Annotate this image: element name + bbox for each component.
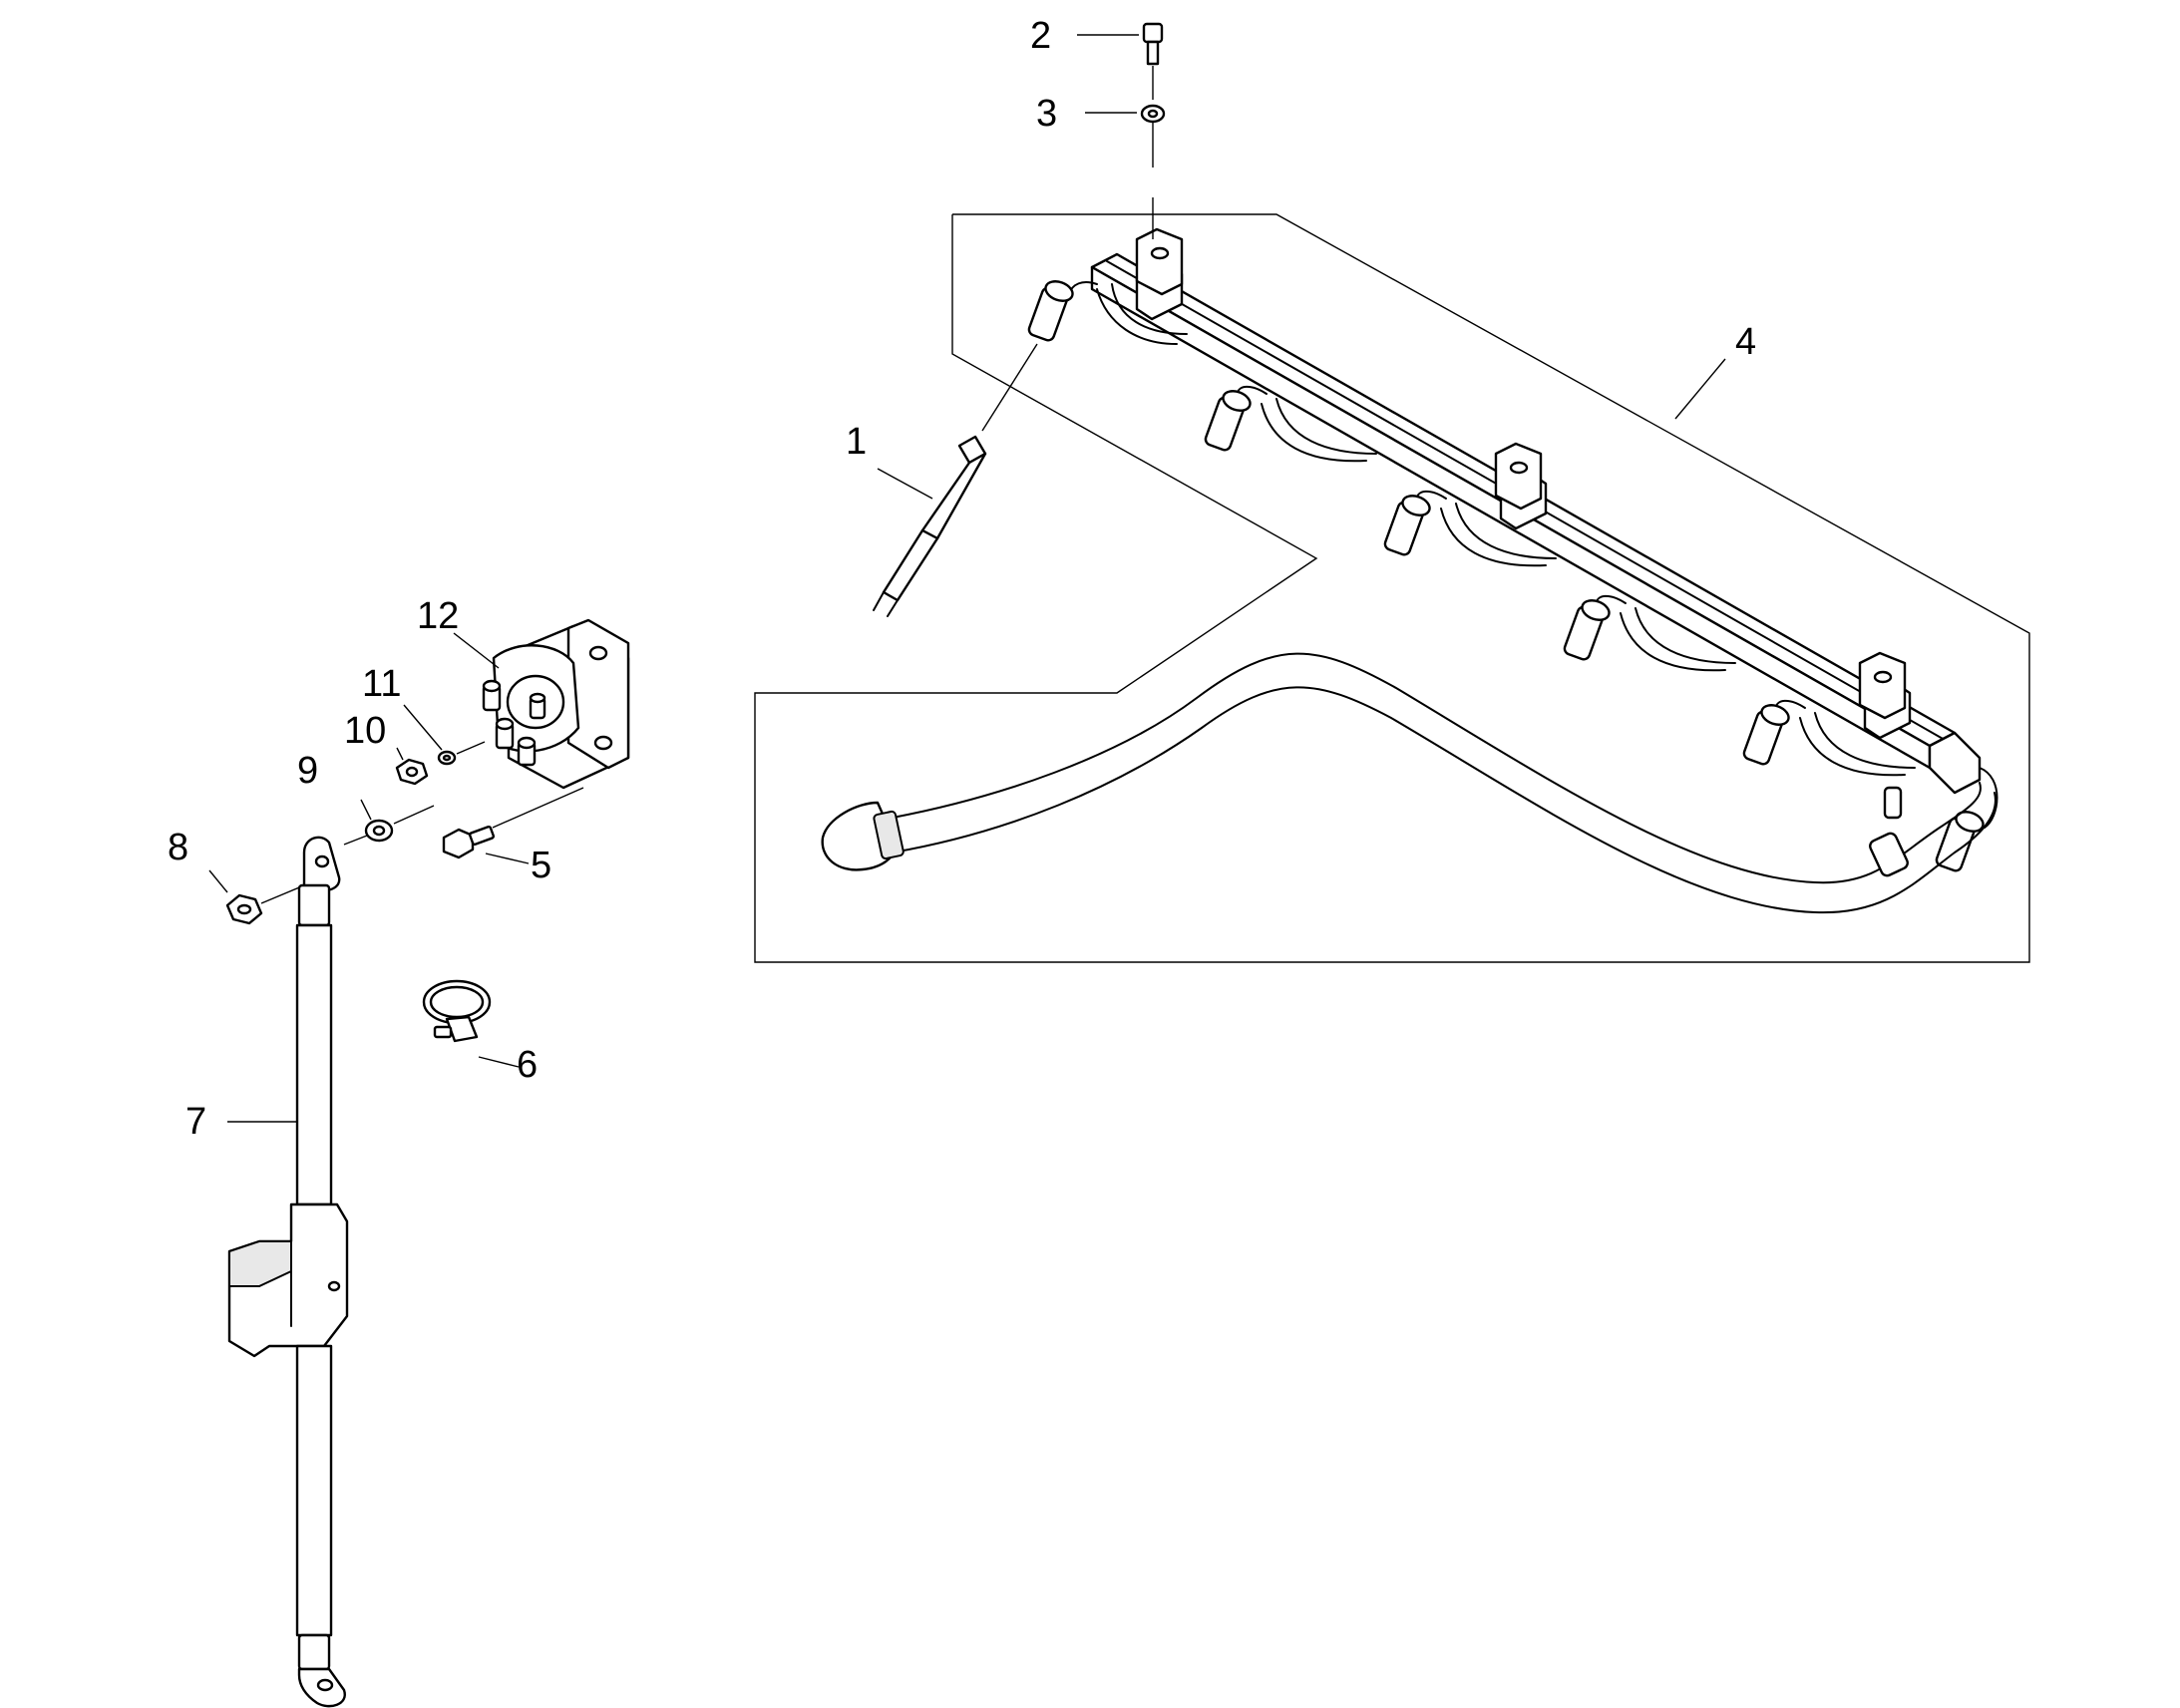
relay-part-12 [482, 618, 630, 790]
callout-12: 12 [417, 595, 459, 637]
callout-6: 6 [517, 1044, 538, 1086]
glow-plug-lead-4 [1563, 594, 1736, 672]
callout-3: 3 [1036, 93, 1057, 135]
bolt-part-5 [442, 787, 584, 859]
washer-part-11 [437, 741, 486, 766]
cable-tie-part-6 [422, 979, 492, 1043]
callout-4: 4 [1735, 321, 1756, 363]
washer-part-9 [343, 805, 435, 846]
callout-11: 11 [362, 663, 401, 705]
rail-bracket-top [1135, 227, 1184, 296]
nut-part-8 [225, 884, 305, 925]
glow-plug-lead-5 [1742, 699, 1916, 777]
callout-7: 7 [185, 1101, 206, 1143]
bolt-part-2 [1142, 22, 1164, 100]
glow-plug-lead-6 [1935, 767, 1998, 872]
battery-cable-part-7 [227, 836, 349, 1708]
glow-plug-part-1 [873, 343, 1038, 617]
rail-bracket-right [1858, 651, 1907, 720]
rail-bracket-middle [1494, 442, 1543, 511]
glow-plug-lead-3 [1383, 490, 1557, 567]
glow-plug-lead-2 [1204, 385, 1377, 463]
nut-part-10 [395, 758, 429, 786]
glow-plug-lead-1 [1027, 280, 1188, 345]
harness-supply-cable [821, 652, 1997, 914]
callout-8: 8 [168, 827, 188, 868]
callout-1: 1 [846, 421, 867, 463]
callout-5: 5 [531, 845, 551, 886]
callout-10: 10 [344, 710, 386, 752]
leader-lines [208, 34, 1726, 1123]
harness-assembly-outline [754, 213, 2030, 963]
callout-2: 2 [1030, 15, 1051, 57]
callout-labels: 2 3 4 1 12 11 10 9 8 5 6 7 [168, 15, 1756, 1143]
washer-part-3 [1140, 104, 1166, 239]
callout-9: 9 [297, 750, 318, 792]
